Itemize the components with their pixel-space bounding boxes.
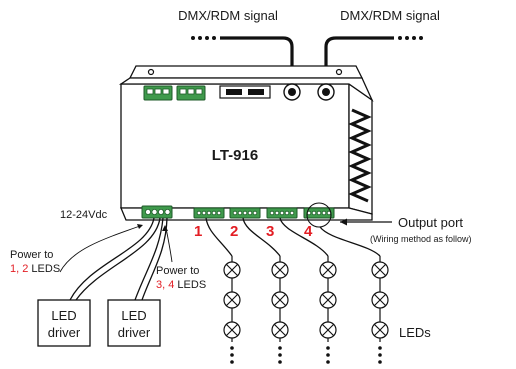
top-terminal-right bbox=[176, 85, 206, 101]
led-continuation-dots bbox=[326, 346, 330, 364]
output-wire-3 bbox=[279, 217, 329, 257]
led-string-1 bbox=[223, 256, 241, 364]
xlr-connector-left bbox=[283, 83, 301, 101]
power-wire-driver-1 bbox=[69, 217, 155, 301]
power-wire-driver-1b bbox=[75, 217, 161, 301]
controller-device: LT-916 bbox=[118, 65, 374, 228]
led-icon bbox=[371, 261, 389, 279]
led-string-2 bbox=[271, 256, 289, 364]
output-terminal-3 bbox=[266, 207, 298, 219]
output-port-label: Output port bbox=[398, 215, 463, 230]
led-icon bbox=[371, 291, 389, 309]
device-side-vents bbox=[348, 108, 372, 203]
top-terminal-left bbox=[143, 85, 173, 101]
power-note-1-line1: Power to bbox=[10, 249, 53, 261]
leds-label: LEDs bbox=[399, 325, 431, 340]
output-terminal-2 bbox=[229, 207, 261, 219]
led-continuation-dots bbox=[278, 346, 282, 364]
output-port-note: (Wiring method as follow) bbox=[370, 234, 472, 244]
led-driver-2: LED driver bbox=[107, 299, 161, 347]
voltage-label: 12-24Vdc bbox=[60, 209, 108, 221]
power-note-1-suffix: LEDS bbox=[28, 263, 60, 275]
dmx-signal-label-left: DMX/RDM signal bbox=[178, 8, 278, 23]
output-terminal-1 bbox=[193, 207, 225, 219]
power-note-2-suffix: LEDS bbox=[174, 279, 206, 291]
port-number-3: 3 bbox=[266, 223, 274, 240]
led-continuation-dots bbox=[378, 346, 382, 364]
power-note-1-ports: 1, 2 bbox=[10, 263, 28, 275]
led-icon bbox=[271, 291, 289, 309]
led-icon bbox=[371, 321, 389, 339]
port-number-1: 1 bbox=[194, 223, 202, 240]
port-number-4: 4 bbox=[304, 223, 313, 240]
led-icon bbox=[319, 261, 337, 279]
power-note-1-line2: 1, 2 LEDS bbox=[10, 263, 60, 275]
led-icon bbox=[319, 291, 337, 309]
led-driver-1-line1: LED bbox=[51, 308, 76, 323]
power-note-2-line2: 3, 4 LEDS bbox=[156, 279, 206, 291]
output-terminal-4 bbox=[303, 207, 335, 219]
output-port-highlight bbox=[306, 202, 332, 228]
dmx-cable-left bbox=[220, 36, 294, 86]
port-number-2: 2 bbox=[230, 223, 238, 240]
device-top-flange bbox=[128, 65, 364, 79]
power-input-terminal bbox=[141, 205, 173, 219]
power-wire-driver-2 bbox=[134, 217, 164, 301]
led-icon bbox=[271, 321, 289, 339]
signal-continuation-dots-right bbox=[398, 36, 423, 40]
dmx-signal-label-right: DMX/RDM signal bbox=[340, 8, 440, 23]
led-strings bbox=[223, 256, 389, 364]
led-driver-1-line2: driver bbox=[48, 325, 81, 340]
led-icon bbox=[271, 261, 289, 279]
rj45-ports bbox=[219, 85, 271, 99]
led-driver-2-line1: LED bbox=[121, 308, 146, 323]
led-icon bbox=[319, 321, 337, 339]
dmx-cable-right bbox=[324, 36, 394, 86]
signal-continuation-dots-left bbox=[191, 36, 216, 40]
led-string-4 bbox=[371, 256, 389, 364]
output-wire-4 bbox=[319, 226, 381, 257]
output-wire-1 bbox=[205, 217, 233, 257]
led-driver-2-line2: driver bbox=[118, 325, 151, 340]
led-string-3 bbox=[319, 256, 337, 364]
output-wire-2 bbox=[242, 217, 281, 257]
led-icon bbox=[223, 291, 241, 309]
xlr-connector-right bbox=[317, 83, 335, 101]
device-body bbox=[120, 83, 350, 209]
power-note-2-line1: Power to bbox=[156, 265, 199, 277]
led-icon bbox=[223, 321, 241, 339]
power-note-2-ports: 3, 4 bbox=[156, 279, 174, 291]
led-continuation-dots bbox=[230, 346, 234, 364]
device-model-label: LT-916 bbox=[212, 147, 258, 164]
led-driver-1: LED driver bbox=[37, 299, 91, 347]
led-icon bbox=[223, 261, 241, 279]
